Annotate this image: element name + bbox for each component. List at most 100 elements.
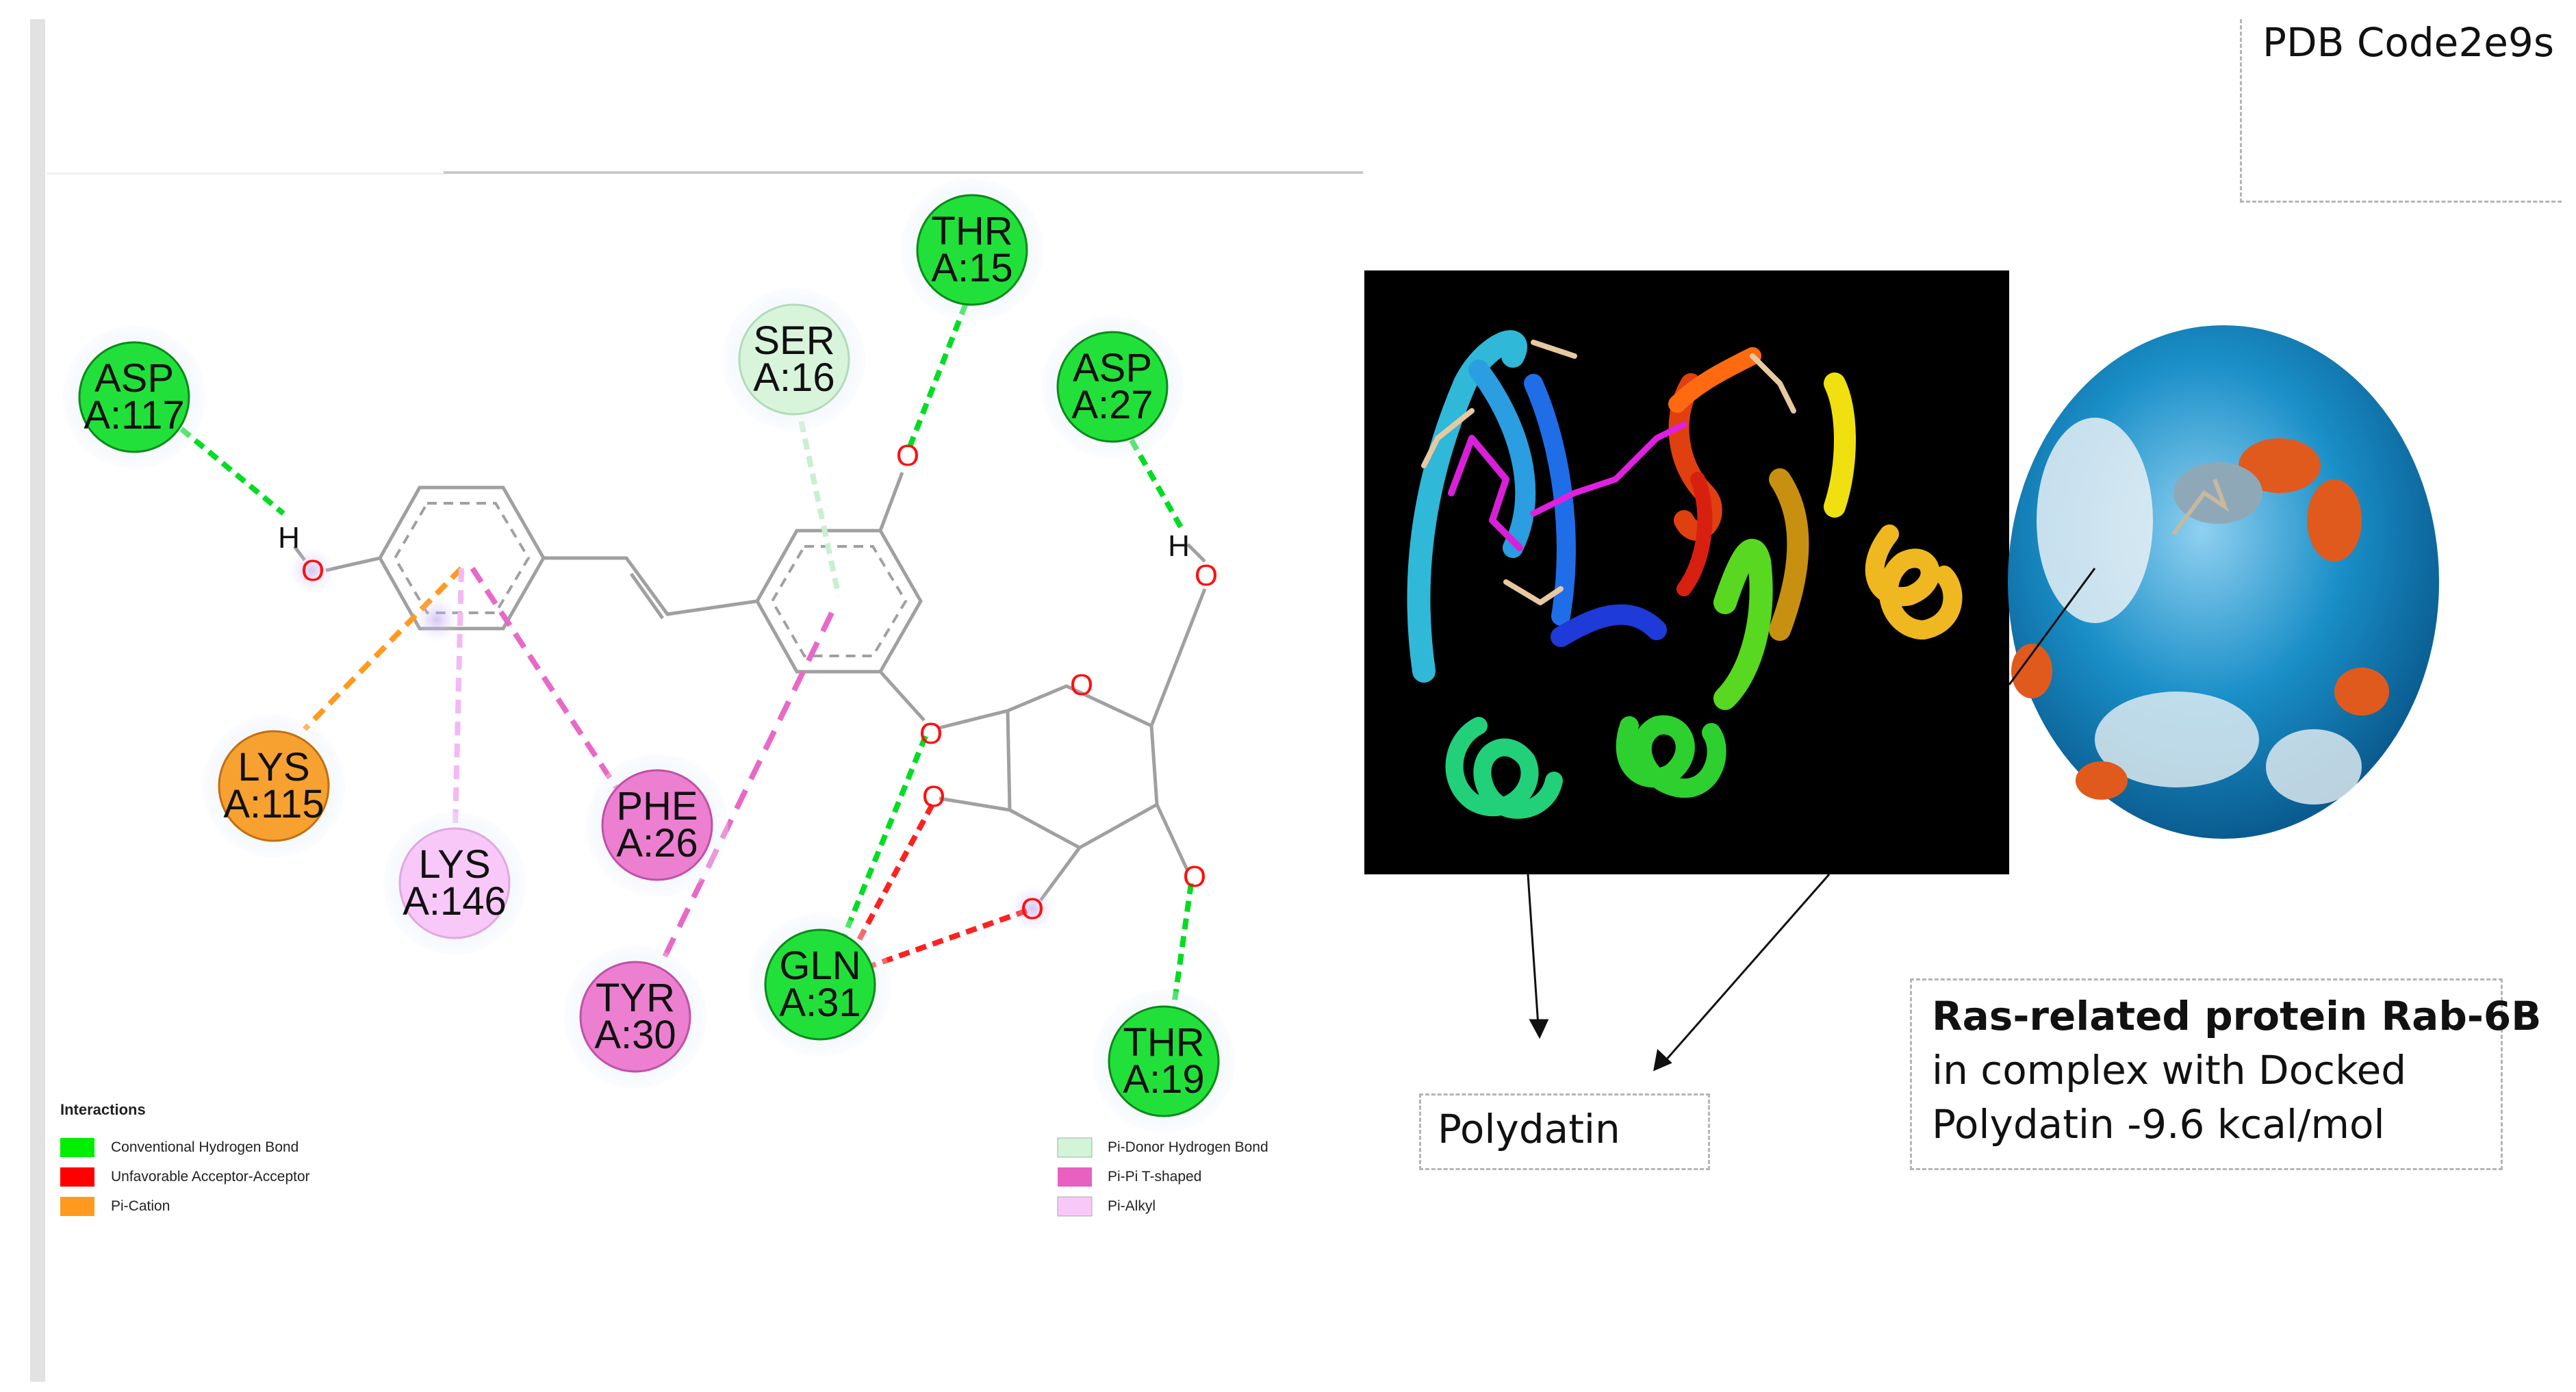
left-edge-bar [30, 19, 45, 1382]
pi-pi-line [470, 566, 619, 789]
residue-id: A:115 [223, 782, 324, 826]
residue-circle [1056, 331, 1169, 443]
residue-name: THR [1123, 1020, 1204, 1065]
aromatic-ring-a-inner [393, 502, 531, 614]
residue-circle [579, 961, 691, 1073]
residue-name: THR [931, 209, 1012, 253]
residue-name: TYR [596, 976, 675, 1020]
arrow-line [1663, 874, 1831, 1062]
aromatic-ring-b [755, 529, 923, 674]
residue-circle [1108, 1005, 1220, 1117]
divider-line [47, 173, 444, 175]
arrows [1527, 568, 2096, 1072]
hbond-line [905, 286, 975, 453]
legend-label: Pi-Donor Hydrogen Bond [1108, 1139, 1268, 1155]
hbond-line [838, 735, 928, 946]
oxygen-atom: O [1070, 668, 1093, 702]
aromatic-ring-b-inner [770, 545, 908, 657]
unfavorable-line [861, 908, 1028, 972]
oxygen-atom: O [1021, 892, 1044, 926]
pdb-code-box [2240, 19, 2562, 203]
residue-name: ASP [94, 356, 174, 401]
sugar-ring [939, 684, 1159, 850]
pdb-code-label: PDB Code2e9s [2262, 19, 2555, 66]
pi-donor-line [795, 403, 841, 596]
residue-circle [601, 769, 713, 881]
oh-bond [1186, 543, 1206, 563]
residue-id: A:26 [616, 821, 698, 865]
residue-id: A:16 [753, 355, 834, 400]
residue-id: A:146 [403, 879, 507, 924]
residue-name: LYS [418, 842, 490, 887]
complex-caption-line: in complex with Docked [1932, 1047, 2407, 1093]
arrow-line [1527, 874, 1540, 1026]
oxygen-atom: O [922, 780, 945, 813]
residue-id: A:15 [931, 246, 1012, 290]
residue-name: ASP [1073, 346, 1152, 390]
complex-caption: Ras-related protein Rab-6B in complex wi… [1932, 989, 2541, 1152]
residue-name: LYS [238, 745, 309, 789]
oxygen-atom: O [1195, 559, 1218, 592]
legend-swatch-hbond [60, 1138, 94, 1157]
legend-label: Conventional Hydrogen Bond [111, 1139, 298, 1155]
residue-id: A:27 [1071, 383, 1153, 427]
legend-title: Interactions [60, 1101, 146, 1118]
residue-id: A:31 [779, 980, 860, 1025]
sugar-bond [939, 796, 1010, 812]
pi-alkyl-line [452, 568, 464, 857]
residue-circle [764, 928, 876, 1041]
legend-swatch-pi-alkyl [1057, 1196, 1093, 1217]
residue-circle [398, 827, 511, 939]
phenol-bond [325, 556, 381, 572]
residue-name: GLN [779, 944, 860, 988]
legend: Interactions Conventional Hydrogen Bond … [60, 1101, 1268, 1217]
residue-circle [218, 730, 330, 842]
residue-nodes: ASPA:117SERA:16THRA:15ASPA:27LYSA:115LYS… [63, 179, 1235, 1132]
legend-swatch-unfavorable [60, 1167, 94, 1187]
oxygen-atom: O [919, 717, 943, 750]
oxygen-atom: O [896, 439, 919, 472]
oxygen-atom: O [301, 554, 324, 587]
arrowhead [1529, 1019, 1549, 1039]
pi-pi-line [654, 611, 834, 974]
complex-caption-line: Polydatin -9.6 kcal/mol [1932, 1101, 2385, 1148]
ligand-atoms: H O O H O O O O O O [278, 439, 1218, 932]
ligand-label: Polydatin [1438, 1106, 1620, 1152]
aromatic-ring-a [378, 485, 546, 631]
ribbon-structure-image [1364, 270, 2009, 874]
sugar-bond [1155, 803, 1190, 872]
residue-circle [916, 194, 1028, 306]
residue-id: A:19 [1123, 1057, 1204, 1102]
legend-label: Pi-Cation [111, 1198, 170, 1214]
hydrogen-atom: H [278, 521, 300, 555]
vinyl-double-bond [629, 572, 665, 620]
legend-swatch-pi-pi [1058, 1167, 1092, 1187]
complex-caption-title: Ras-related protein Rab-6B [1932, 993, 2542, 1039]
hydrogen-atom: H [1168, 529, 1190, 563]
divider-line [444, 171, 1363, 174]
molecular-surface-image [2008, 325, 2439, 839]
oh-bond [878, 472, 904, 531]
residue-circle [738, 303, 850, 416]
arrow-line [2008, 568, 2096, 685]
legend-label: Pi-Alkyl [1108, 1198, 1156, 1214]
residue-name: SER [753, 318, 834, 363]
residue-name: PHE [616, 784, 698, 828]
ether-bond [879, 670, 926, 722]
residue-circle [78, 341, 190, 453]
oxygen-atom: O [1183, 860, 1206, 894]
arrowhead [1653, 1049, 1672, 1072]
sugar-bond [1149, 588, 1207, 726]
residue-id: A:30 [594, 1013, 676, 1057]
